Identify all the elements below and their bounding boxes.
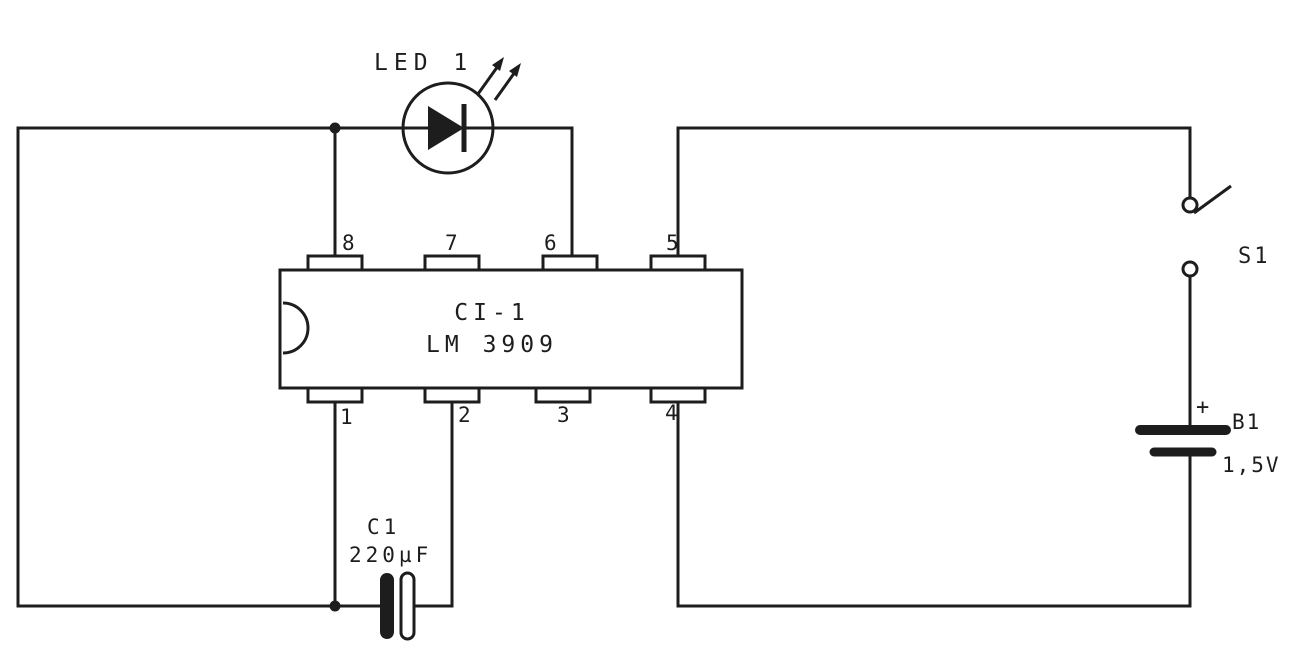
ic-pin-stubs-top — [306, 254, 707, 272]
ic-pin-stub-8 — [306, 254, 364, 272]
led-circle — [401, 81, 495, 175]
ic-pin-stub-6 — [541, 254, 599, 272]
ic-notch — [282, 301, 310, 355]
wire-pin5-to-switch — [676, 126, 1192, 258]
wires — [16, 126, 1192, 608]
ic-pin-number-4: 4 — [665, 401, 678, 425]
led-triangle — [428, 106, 464, 150]
ic-pin-number-7: 7 — [445, 231, 458, 255]
ic-pin-stub-3 — [534, 386, 592, 404]
battery-symbol: + B1 1,5V — [1135, 395, 1281, 477]
switch-lever — [1193, 184, 1232, 215]
wire-led-to-pin6 — [490, 126, 574, 258]
capacitor-plate-hollow — [399, 571, 416, 641]
ic-symbol: 8 7 6 5 1 2 3 4 CI-1 LM 3909 — [278, 231, 744, 429]
capacitor-value: 220µF — [349, 543, 432, 567]
ic-part-number: LM 3909 — [426, 332, 558, 358]
led-emission-arrows-icon — [476, 57, 521, 101]
capacitor-plate-filled — [380, 573, 394, 639]
wire-battery-to-pin4 — [676, 400, 1192, 608]
battery-designator: B1 — [1232, 410, 1261, 434]
capacitor-designator: C1 — [367, 515, 400, 539]
ic-designator: CI-1 — [454, 300, 529, 326]
ic-pin-number-5: 5 — [666, 231, 679, 255]
junction-dot-bottom-rail — [329, 600, 341, 612]
battery-plus-sign: + — [1196, 395, 1209, 420]
ic-pin-stubs-bottom — [306, 386, 707, 404]
ic-pin-stub-5 — [649, 254, 707, 272]
switch-designator: S1 — [1238, 244, 1271, 269]
ic-pin-number-3: 3 — [557, 403, 570, 427]
switch-terminal-top — [1181, 196, 1199, 214]
ic-pin-stub-4 — [649, 386, 707, 404]
ic-pin-number-1: 1 — [340, 405, 353, 429]
led-symbol: LED 1 — [374, 50, 521, 175]
switch-terminal-bottom — [1181, 260, 1199, 278]
ic-pin-stub-2 — [423, 386, 481, 404]
battery-voltage: 1,5V — [1222, 453, 1281, 477]
ic-pin-stub-7 — [423, 254, 481, 272]
led-label: LED 1 — [374, 50, 473, 76]
ic-pin-number-6: 6 — [544, 231, 557, 255]
wire-left-loop — [16, 126, 406, 608]
ic-pin-number-8: 8 — [342, 231, 355, 255]
switch-symbol: S1 — [1181, 184, 1271, 278]
ic-pin-number-2: 2 — [458, 403, 471, 427]
capacitor-symbol: C1 220µF — [349, 515, 432, 641]
ic-body — [278, 268, 744, 390]
junction-dot-led-anode — [329, 122, 341, 134]
ic-pin-stub-1 — [306, 386, 364, 404]
